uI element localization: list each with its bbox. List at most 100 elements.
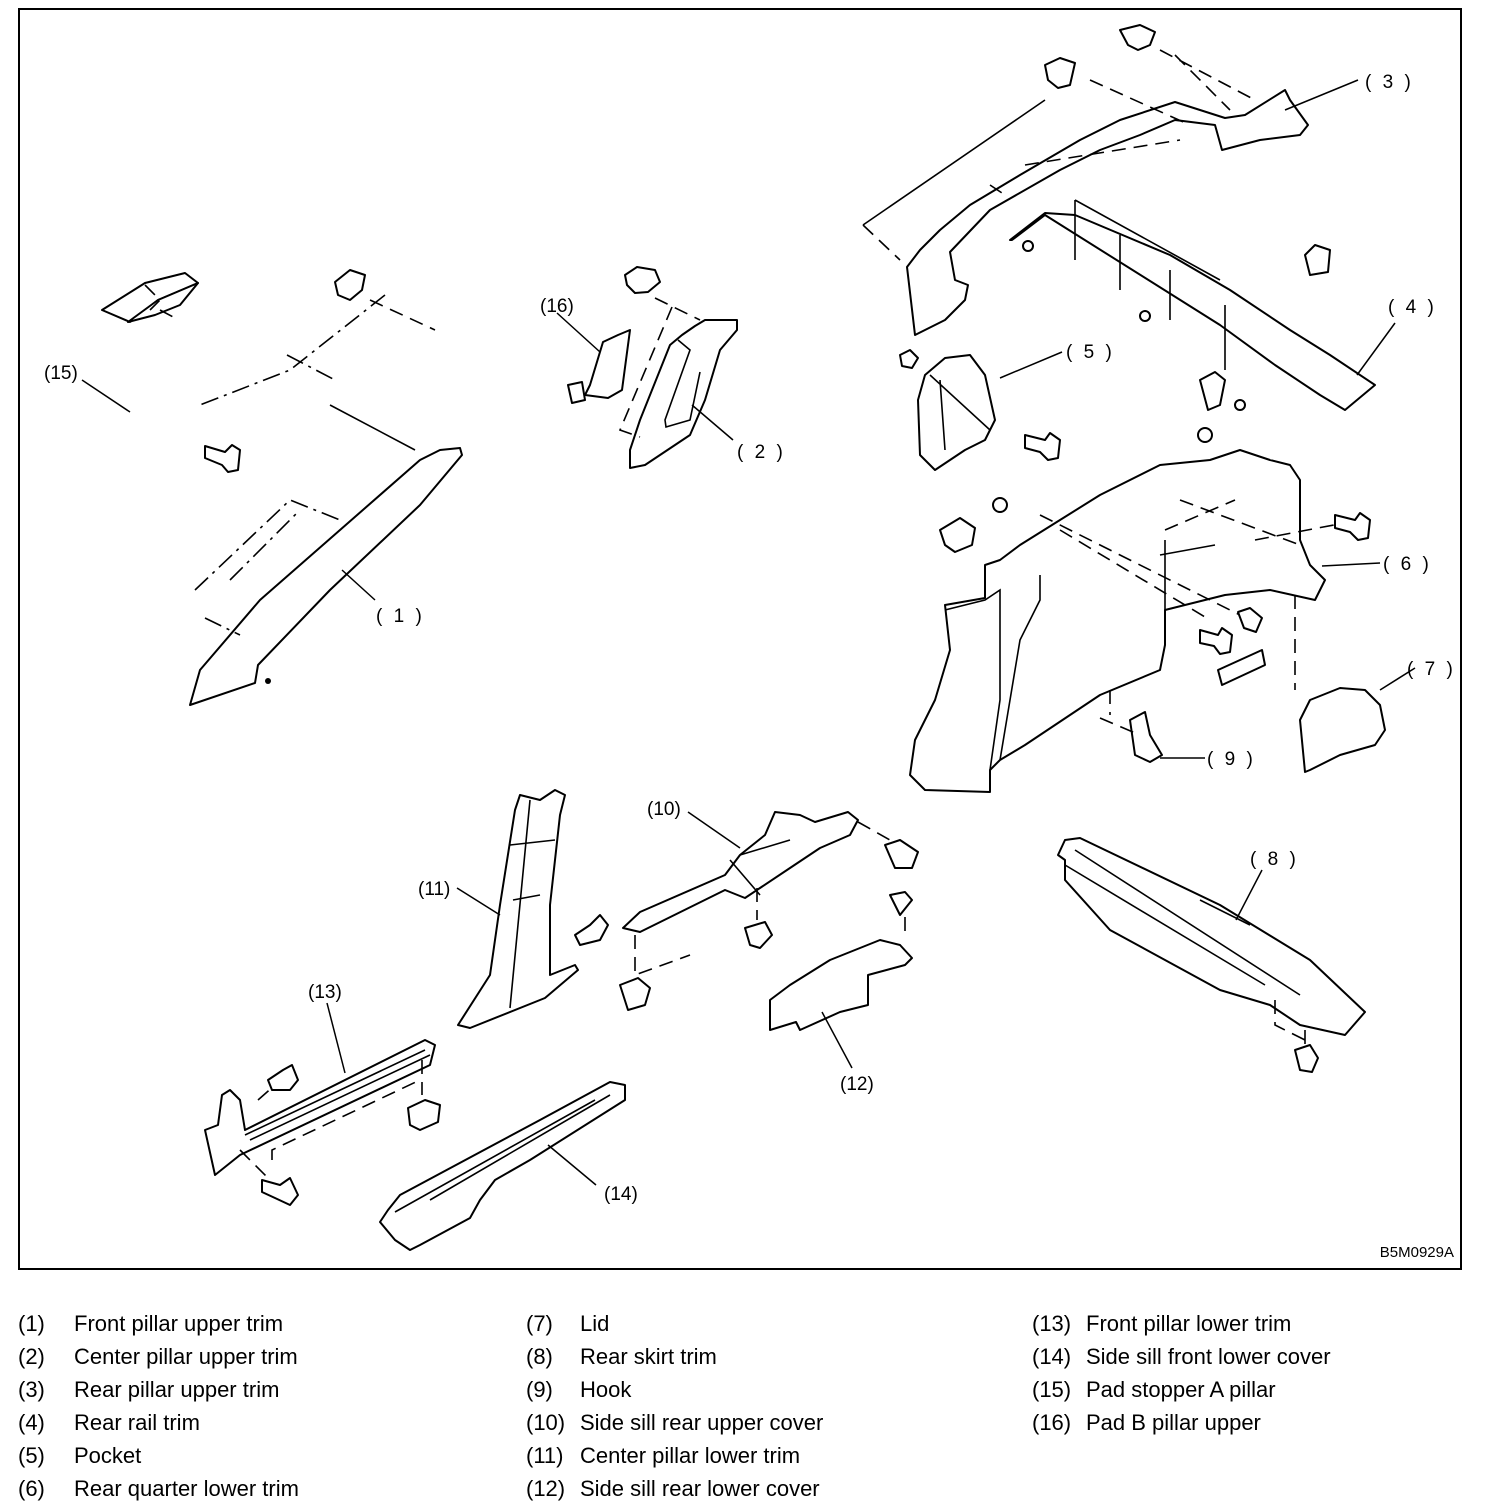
callout-13: (13) — [308, 982, 342, 1003]
part-lid — [1299, 687, 1386, 773]
clip-icon — [1304, 244, 1331, 276]
part-rear-quarter-lower-trim — [909, 449, 1361, 793]
legend-part-name: Pocket — [74, 1443, 142, 1468]
push-pin-icon — [261, 1177, 299, 1206]
leader-lines — [81, 79, 1416, 1186]
legend-number: (1) — [18, 1311, 45, 1336]
legend-item: (3) Rear pillar upper trim — [18, 1373, 299, 1406]
legend-item: (4) Rear rail trim — [18, 1406, 299, 1439]
legend-item: (7)Lid — [526, 1307, 823, 1340]
callout-9: ( 9 ) — [1207, 749, 1256, 770]
clip-icon — [1044, 57, 1076, 89]
clip-icon — [1199, 371, 1226, 411]
clip-icon — [939, 517, 976, 553]
callout-12: (12) — [840, 1074, 874, 1095]
part-rear-rail-trim — [1009, 199, 1376, 411]
legend-part-name: Center pillar lower trim — [580, 1443, 801, 1468]
legend-number: (12) — [526, 1476, 566, 1501]
legend-number: (8) — [526, 1344, 553, 1369]
callout-14: (14) — [604, 1184, 638, 1205]
part-rear-skirt-trim — [1057, 837, 1366, 1060]
legend-number: (14) — [1032, 1344, 1072, 1369]
clip-icon — [334, 269, 366, 301]
legend-part-name: Rear pillar upper trim — [74, 1377, 280, 1402]
legend-number: (11) — [526, 1443, 564, 1468]
legend-part-name: Rear rail trim — [74, 1410, 200, 1435]
legend-number: (16) — [1032, 1410, 1072, 1435]
legend-part-name: Pad B pillar upper — [1086, 1410, 1261, 1435]
callout-11: (11) — [418, 879, 450, 900]
clip-icon — [619, 977, 651, 1011]
legend-item: (1) Front pillar upper trim — [18, 1307, 299, 1340]
legend-column-2: (7)Lid (8) Rear skirt trim (9)Hook (10)Si… — [526, 1307, 823, 1505]
callout-8: ( 8 ) — [1250, 849, 1299, 870]
bracket-icon — [1217, 649, 1266, 686]
clip-icon — [407, 1099, 441, 1131]
legend-item: (15) Pad stopper A pillar — [1032, 1373, 1331, 1406]
part-pad-stopper-a-pillar — [101, 272, 199, 323]
callout-5: ( 5 ) — [1066, 342, 1115, 363]
part-side-sill-front-lower-cover — [379, 1081, 626, 1251]
screw-icon — [1334, 512, 1371, 541]
callout-15: (15) — [44, 363, 78, 384]
callout-7: ( 7 ) — [1407, 659, 1456, 680]
part-center-pillar-upper-trim — [618, 297, 738, 469]
legend-number: (5) — [18, 1443, 45, 1468]
legend-number: (6) — [18, 1476, 45, 1501]
figure-code: B5M0929A — [1379, 1244, 1454, 1261]
push-pin-icon — [267, 1064, 299, 1091]
legend-number: (3) — [18, 1377, 45, 1402]
part-pad-b-pillar-upper — [567, 329, 631, 404]
legend-item: (14) Side sill front lower cover — [1032, 1340, 1331, 1373]
legend-part-name: Lid — [580, 1311, 610, 1336]
callout-6: ( 6 ) — [1383, 554, 1432, 575]
part-side-sill-rear-upper-cover — [622, 811, 906, 977]
legend-part-name: Rear skirt trim — [580, 1344, 717, 1369]
push-pin-icon — [1119, 24, 1156, 51]
legend-item: (10)Side sill rear upper cover — [526, 1406, 823, 1439]
legend-number: (13) — [1032, 1311, 1072, 1336]
push-pin-icon — [1237, 607, 1263, 633]
part-rear-pillar-upper-trim — [862, 49, 1309, 336]
legend-number: (2) — [18, 1344, 45, 1369]
legend-item: (13) Front pillar lower trim — [1032, 1307, 1331, 1340]
part-pocket — [917, 354, 996, 471]
clip-icon — [899, 349, 919, 369]
legend-part-name: Side sill rear lower cover — [580, 1476, 820, 1501]
legend-part-name: Side sill front lower cover — [1086, 1344, 1331, 1369]
clip-icon — [1294, 1044, 1319, 1073]
legend-item: (11) Center pillar lower trim — [526, 1439, 823, 1472]
legend-part-name: Rear quarter lower trim — [74, 1476, 299, 1501]
callout-3: ( 3 ) — [1365, 72, 1414, 93]
pin-dot — [265, 678, 271, 684]
legend-part-name: Front pillar lower trim — [1086, 1311, 1292, 1336]
legend-column-1: (1) Front pillar upper trim (2)Center pil… — [18, 1307, 299, 1505]
legend-item: (16) Pad B pillar upper — [1032, 1406, 1331, 1439]
clip-icon — [624, 266, 661, 294]
legend-item: (12) Side sill rear lower cover — [526, 1472, 823, 1505]
part-front-pillar-upper-trim — [189, 294, 463, 706]
legend-item: (9)Hook — [526, 1373, 823, 1406]
legend-item: (8) Rear skirt trim — [526, 1340, 823, 1373]
screw-icon — [204, 444, 241, 473]
legend-part-name: Front pillar upper trim — [74, 1311, 284, 1336]
callout-10: (10) — [647, 799, 681, 820]
push-pin-icon — [574, 914, 609, 946]
callout-1: ( 1 ) — [376, 606, 425, 627]
callout-2: ( 2 ) — [737, 442, 786, 463]
push-pin-icon — [884, 839, 919, 869]
legend-item: (6) Rear quarter lower trim — [18, 1472, 299, 1505]
callout-16: (16) — [540, 296, 574, 317]
push-pin-icon — [744, 921, 773, 949]
legend-part-name: Pad stopper A pillar — [1086, 1377, 1276, 1402]
legend-item: (2)Center pillar upper trim — [18, 1340, 299, 1373]
legend-item: (5) Pocket — [18, 1439, 299, 1472]
legend-number: (4) — [18, 1410, 45, 1435]
part-center-pillar-lower-trim — [457, 789, 579, 1029]
clip-icon — [992, 427, 1213, 513]
part-front-pillar-lower-trim — [204, 1039, 436, 1181]
part-side-sill-rear-lower-cover — [769, 939, 913, 1031]
legend-column-3: (13) Front pillar lower trim (14) Side sil… — [1032, 1307, 1331, 1439]
legend-number: (15) — [1032, 1377, 1072, 1402]
